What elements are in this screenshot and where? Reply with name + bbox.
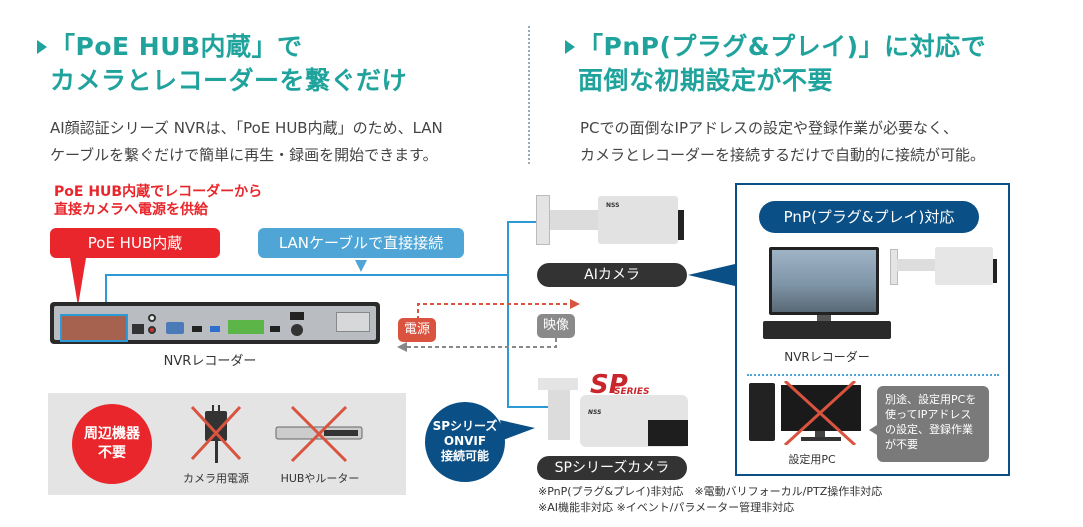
sp-logo: SP [590,370,628,400]
pc-note-bubble: 別途、設定用PCを 使ってIPアドレス の設定、登録作業 が不要 [877,386,989,462]
pnp-box-divider [747,374,999,376]
sp-bubble-line3: 接続可能 [440,449,489,463]
vga-port [166,322,184,334]
pc-tower-icon [749,383,775,441]
right-body-line2: カメラとレコーダーを接続するだけで自動的に接続が可能。 [580,146,986,164]
pc-caption: 設定用PC [788,453,836,466]
pnp-camera-lens [993,259,997,283]
caution-label [336,312,370,332]
nvr-caption: NVRレコーダー [163,354,257,369]
left-heading-line1: 「PoE HUB内蔵」で [50,32,303,61]
audio-in-port [148,314,156,322]
lan-port [132,324,144,334]
left-heading-line2: カメラとレコーダーを繋ぐだけ [50,66,408,95]
pnp-camera-arm [897,259,937,271]
pnp-nvr-device [763,321,891,339]
peripheral-item1: カメラ用電源 [183,472,249,485]
video-tag: 映像 [537,314,575,338]
monitor-screen [772,250,876,312]
ai-camera-lens [678,210,684,240]
right-heading-line2: 面倒な初期設定が不要 [578,66,834,95]
power-arrow-head [570,299,580,309]
sp-camera-mount-arm [548,390,570,440]
power-switch [290,312,304,320]
pnp-pointer [688,264,735,286]
audio-out-port [148,326,156,334]
usb-port [210,326,220,332]
monitor-stand [817,315,831,321]
power-arrow-line [417,303,570,320]
hdmi-port [192,326,202,332]
pnp-box: PnP(プラグ&プレイ)対応 NVRレコーダー 設定用PC 別途、設定用PCを … [735,183,1010,476]
pnp-camera-body [935,247,993,285]
bullet-triangle-icon [565,40,575,54]
left-body-line1: AI顔認証シリーズ NVRは、「PoE HUB内蔵」のため、LAN [50,119,443,137]
bullet-triangle-icon [37,40,47,54]
pc-note-line1: 別途、設定用PCを [885,393,977,406]
right-body-line1: PCでの面倒なIPアドレスの設定や登録作業が必要なく、 [580,119,958,137]
sp-camera-lens [648,420,688,446]
poe-ports [60,314,128,342]
notes-line1: ※PnP(プラグ&プレイ)非対応 ※電動バリフォーカル/PTZ操作非対応 [538,485,883,498]
badge-line2: 不要 [98,445,126,461]
pc-monitor-crossed-icon [781,381,861,445]
usb-port-2 [270,326,280,332]
camera-brand: NSS [606,202,620,209]
nvr-recorder-device [50,302,380,344]
no-peripherals-badge: 周辺機器 不要 [72,404,152,484]
notes-line2: ※AI機能非対応 ※イベント/パラメーター管理非対応 [538,501,795,514]
ai-camera-mount [536,195,550,245]
ai-camera-label: AIカメラ [537,263,687,287]
poe-hub-label: PoE HUB内蔵 [50,228,220,258]
sp-camera-brand: NSS [588,409,602,416]
poe-pointer [70,258,86,306]
sp-onvif-bubble: SPシリーズ ONVIF 接続可能 [425,402,505,482]
sp-camera-label: SPシリーズカメラ [537,456,687,480]
pc-note-line4: が不要 [885,438,918,451]
lan-cable-line-sp [507,275,548,408]
badge-line1: 周辺機器 [84,426,140,442]
pnp-nvr-caption: NVRレコーダー [784,350,870,364]
lan-cable-label: LANケーブルで直接接続 [258,228,464,258]
left-body-line2: ケーブルを繋ぐだけで簡単に再生・録画を開始できます。 [50,146,438,164]
ai-camera-arm [550,210,600,230]
sp-bubble-line2: ONVIF [443,434,487,448]
sp-bubble-line1: SPシリーズ [432,419,498,433]
video-arrow-head [397,342,407,352]
peripherals-panel: 周辺機器 不要 カメラ用電源 HUBやルーター [48,393,406,495]
pnp-title: PnP(プラグ&プレイ)対応 [759,201,979,233]
sp-logo-series: SERIES [614,387,650,397]
video-arrow-line [407,338,557,348]
pc-note-line3: の設定、登録作業 [885,423,973,436]
ai-camera-body: NSS [598,196,678,244]
monitor-icon [769,247,879,315]
poe-note-line2: 直接カメラへ電源を供給 [54,202,208,218]
power-tag: 電源 [398,318,436,342]
lan-pointer [355,260,367,272]
alarm-terminal [228,320,264,334]
power-adapter-icon [190,405,242,463]
peripheral-item2: HUBやルーター [280,472,360,485]
poe-note-line1: PoE HUB内蔵でレコーダーから [54,184,263,200]
pc-note-line2: 使ってIPアドレス [885,408,972,421]
sp-bubble-pointer [500,420,535,440]
power-socket [291,324,303,336]
pc-note-pointer [869,425,877,435]
right-heading-line1: 「PnP(プラグ&プレイ)」に対応で [578,32,987,61]
sp-camera-mount-plate [538,378,578,390]
section-divider [528,26,530,164]
hub-router-icon [275,405,363,463]
